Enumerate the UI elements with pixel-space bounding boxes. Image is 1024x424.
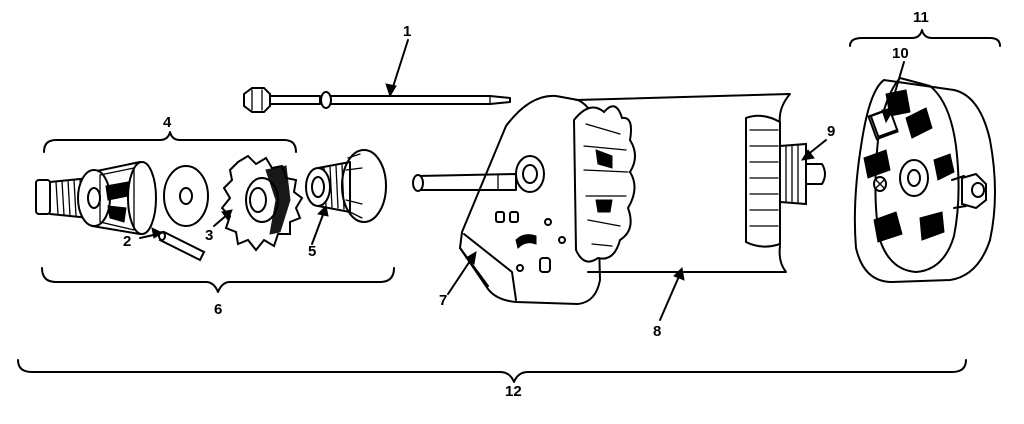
bracket-6 <box>41 267 395 293</box>
callout-4: 4 <box>163 114 172 131</box>
callout-1: 1 <box>403 23 412 40</box>
callout-8: 8 <box>653 323 662 340</box>
callout-5: 5 <box>308 243 317 260</box>
pinion-gear <box>220 154 304 252</box>
drive-end-housing <box>412 94 602 306</box>
end-head-assembly <box>853 77 996 284</box>
callout-10: 10 <box>892 45 909 62</box>
callout-12: 12 <box>505 383 522 400</box>
callout-3: 3 <box>205 227 214 244</box>
callout-6: 6 <box>214 301 223 318</box>
leader-10 <box>887 61 905 117</box>
brush <box>869 107 899 139</box>
spring-collar <box>305 149 387 223</box>
leader-7 <box>447 257 473 295</box>
callout-11: 11 <box>913 9 929 26</box>
leader-5 <box>311 211 325 245</box>
motor-housing <box>572 93 791 273</box>
callout-9: 9 <box>827 123 836 140</box>
leader-8 <box>659 273 681 321</box>
leader-lines <box>139 39 905 321</box>
drive-pinion-assembly <box>35 161 157 235</box>
bracket-12 <box>17 359 967 383</box>
callout-7: 7 <box>439 292 448 309</box>
callout-2: 2 <box>123 233 132 250</box>
washer <box>163 165 209 227</box>
bracket-4 <box>43 131 297 153</box>
pin <box>158 230 206 262</box>
through-bolt <box>243 87 511 113</box>
commutator <box>779 142 826 206</box>
leader-1 <box>391 39 409 91</box>
bracket-11 <box>849 29 1001 47</box>
